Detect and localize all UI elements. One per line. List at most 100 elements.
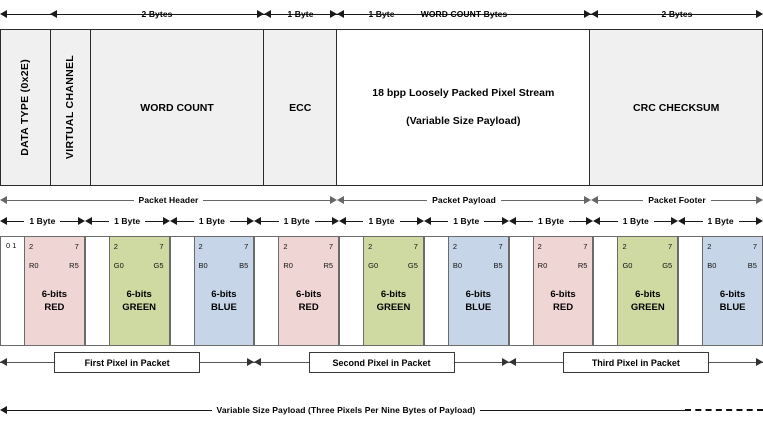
arrow-left-icon xyxy=(0,10,7,18)
arrow-right-icon xyxy=(756,358,763,366)
arrow-right-icon xyxy=(584,10,592,18)
bit-name-low: B0 xyxy=(198,261,208,270)
byte-dim-label: 1 Byte xyxy=(453,215,480,226)
arrow-left-icon xyxy=(337,196,344,204)
arrow-right-icon xyxy=(332,217,340,225)
packet-field-payload-label: 18 bpp Loosely Packed Pixel Stream xyxy=(372,87,555,100)
bit-label-0-1: 0 1 xyxy=(6,241,17,250)
bit-name-low: B0 xyxy=(707,261,717,270)
arrow-right-icon xyxy=(77,217,85,225)
component-bits-line: 6-bits xyxy=(719,289,746,300)
arrow-left-icon xyxy=(508,217,516,225)
byte-dimension-8: 1 Byte xyxy=(593,213,679,229)
packet-field-word-count: WORD COUNT xyxy=(90,30,265,185)
bit-index-high: 7 xyxy=(159,242,164,251)
component-name-line: RED xyxy=(298,301,319,313)
packet-field-crc-checksum: CRC CHECKSUM xyxy=(590,30,762,185)
bit-index-high: 7 xyxy=(328,242,334,251)
byte-dim-label: 1 Byte xyxy=(368,215,395,226)
packet-structure-row: DATA TYPE (0x2E) VIRTUAL CHANNEL WORD CO… xyxy=(0,29,763,186)
arrow-left-icon xyxy=(591,10,598,18)
arrow-right-icon xyxy=(257,10,265,18)
byte-dimension-7: 1 Byte xyxy=(508,213,594,229)
arrow-left-icon xyxy=(591,196,598,204)
top-dimension-1byte-ecc: 1 Byte xyxy=(264,6,337,22)
component-bits-line: 6-bits xyxy=(41,289,68,300)
arrow-left-icon xyxy=(339,217,347,225)
section-dimension-packet-payload: Packet Payload xyxy=(337,192,591,208)
packet-field-virtual-channel-label: VIRTUAL CHANNEL xyxy=(64,55,77,160)
arrow-right-icon xyxy=(756,10,763,18)
footer-dim-label: Variable Size Payload (Three Pixels Per … xyxy=(216,404,476,415)
component-bits-line: 6-bits xyxy=(380,289,407,300)
bit-name-low: R0 xyxy=(283,261,293,270)
bit-index-high: 7 xyxy=(413,242,418,251)
arrow-left-icon xyxy=(50,10,57,18)
arrow-right-icon xyxy=(247,358,255,366)
bit-index-low: 2 xyxy=(198,242,203,251)
byte-dimension-5: 1 Byte xyxy=(339,213,424,229)
top-dimension-2bytes: 2 Bytes xyxy=(50,6,265,22)
arrow-right-icon xyxy=(416,217,424,225)
bit-index-low: 2 xyxy=(622,242,627,251)
component-name-line: BLUE xyxy=(465,301,492,313)
arrow-left-icon xyxy=(508,358,516,366)
bit-index-low: 2 xyxy=(368,242,373,251)
bit-index-low: 2 xyxy=(537,242,542,251)
bit-name-high: R5 xyxy=(69,261,79,270)
component-bits-line: 6-bits xyxy=(635,289,661,300)
arrow-left-icon xyxy=(0,217,7,225)
byte-dim-label: 1 Byte xyxy=(114,215,141,226)
byte-dim-label: 1 Byte xyxy=(622,215,649,226)
pixel-caption-1: First Pixel in Packet xyxy=(54,352,201,373)
bit-name-high: R5 xyxy=(323,261,334,270)
arrow-right-icon xyxy=(162,217,170,225)
component-bits-line: 6-bits xyxy=(211,289,237,300)
component-name-line: GREEN xyxy=(122,301,157,313)
arrow-right-icon xyxy=(586,217,594,225)
bit-index-low: 2 xyxy=(29,242,34,251)
byte-dimension-4: 1 Byte xyxy=(254,213,340,229)
bit-index-high: 7 xyxy=(583,242,588,251)
component-name-line: GREEN xyxy=(376,301,411,313)
arrow-right-icon xyxy=(584,196,591,204)
byte-dimension-1: 1 Byte xyxy=(0,213,85,229)
packet-field-payload-sublabel: (Variable Size Payload) xyxy=(406,114,521,127)
bit-name-low: G0 xyxy=(113,261,124,270)
component-name-line: RED xyxy=(553,301,574,313)
component-name-line: RED xyxy=(44,301,65,313)
bit-index-low: 2 xyxy=(283,242,288,251)
bit-index-low: 2 xyxy=(113,242,118,251)
bit-name-high: B5 xyxy=(239,261,249,270)
arrow-right-icon xyxy=(330,196,337,204)
arrow-left-icon xyxy=(0,406,7,414)
arrow-right-icon xyxy=(671,217,679,225)
arrow-right-icon xyxy=(756,217,763,225)
arrow-right-icon xyxy=(330,10,337,18)
bit-name-low: R0 xyxy=(29,261,39,270)
packet-field-ecc-label: ECC xyxy=(289,101,312,114)
dim-label-2bytes: 2 Bytes xyxy=(141,8,173,19)
top-dimension-wordcount-bytes: WORD COUNT Bytes xyxy=(337,6,592,22)
arrow-left-icon xyxy=(593,217,601,225)
bit-index-high: 7 xyxy=(752,242,757,251)
component-bits-line: 6-bits xyxy=(550,289,576,300)
bit-name-low: G0 xyxy=(368,261,379,270)
component-bits-line: 6-bits xyxy=(465,289,491,300)
byte-dimension-6: 1 Byte xyxy=(423,213,509,229)
byte-dimension-2: 1 Byte xyxy=(84,213,170,229)
component-name-line: BLUE xyxy=(210,301,237,313)
arrow-left-icon xyxy=(264,10,271,18)
dim-label-wordcount-bytes: WORD COUNT Bytes xyxy=(420,8,508,19)
arrow-left-icon xyxy=(254,358,262,366)
